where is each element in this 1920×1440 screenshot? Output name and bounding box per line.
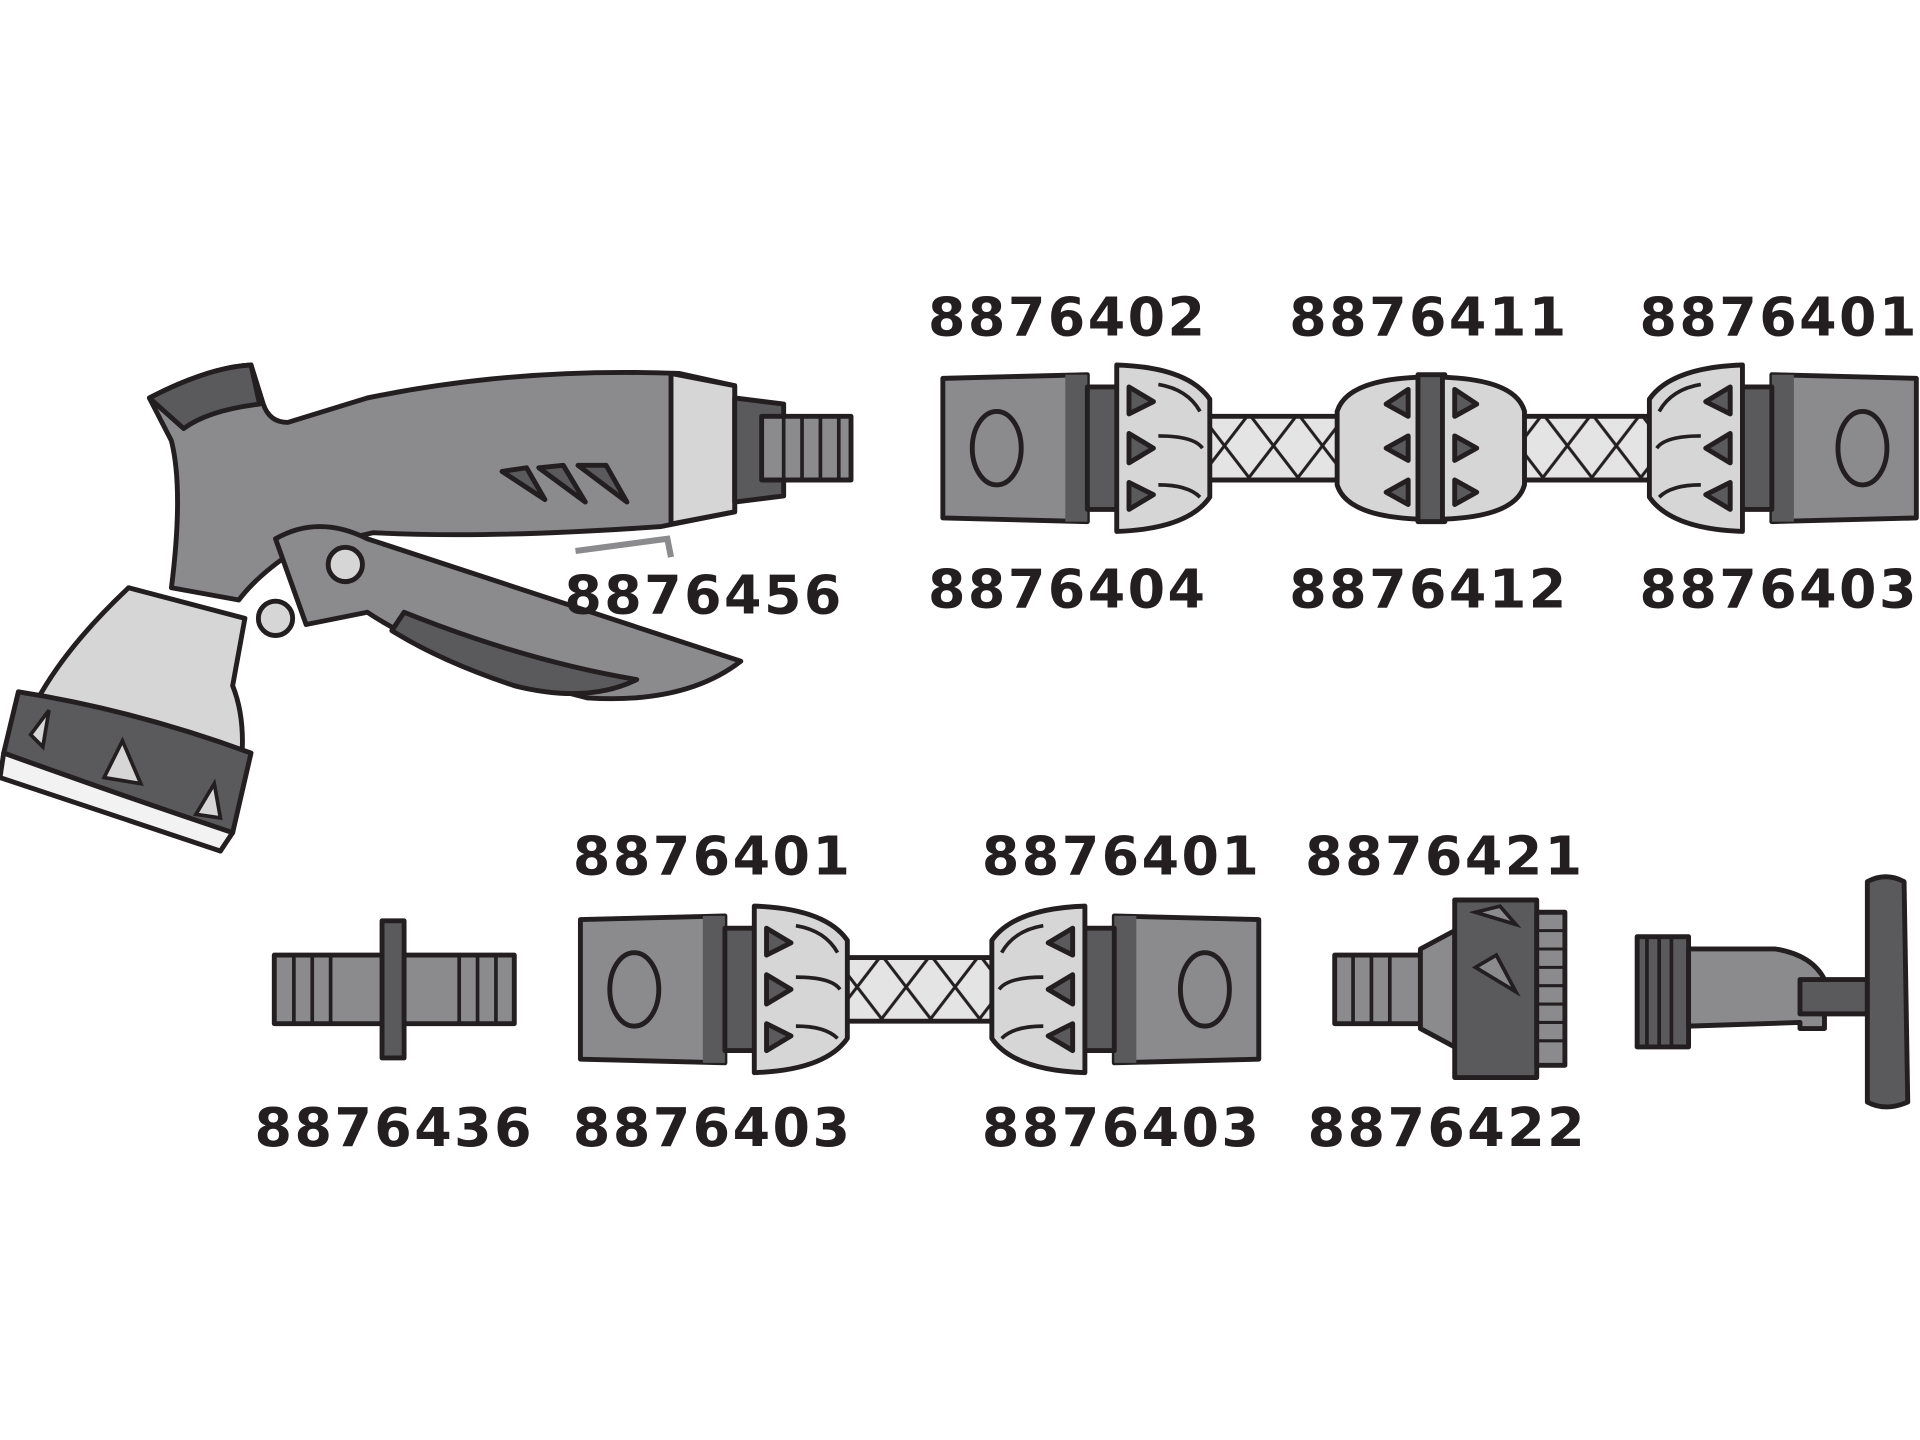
connector-8876401 (1649, 365, 1916, 532)
part-number-8876403-bottom-right: 8876403 (982, 1096, 1261, 1159)
double-male-connector (271, 918, 517, 1061)
part-number-8876404: 8876404 (928, 557, 1207, 620)
faucet (1634, 874, 1911, 1110)
part-number-8876436: 8876436 (255, 1096, 534, 1159)
part-number-8876422: 8876422 (1308, 1096, 1587, 1159)
top-assembly (943, 365, 1916, 532)
connector-8876401-left (580, 906, 847, 1073)
part-number-8876401: 8876401 (1639, 286, 1918, 349)
part-number-8876402: 8876402 (928, 286, 1207, 349)
part-number-8876401-bottom-left: 8876401 (573, 824, 852, 887)
bottom-assembly (580, 906, 1258, 1073)
part-number-8876421: 8876421 (1305, 824, 1584, 887)
double-connector-8876411 (1334, 372, 1527, 525)
connector-8876401-right (992, 906, 1259, 1073)
spray-gun (0, 362, 854, 854)
part-number-8876411: 8876411 (1289, 286, 1568, 349)
tap-adapter-8876421 (1332, 897, 1568, 1080)
part-number-8876412: 8876412 (1289, 557, 1568, 620)
part-number-8876456: 8876456 (564, 563, 843, 626)
part-number-8876403-bottom-left: 8876403 (573, 1096, 852, 1159)
part-number-8876403: 8876403 (1639, 557, 1918, 620)
connector-8876402 (943, 365, 1210, 532)
part-number-8876401-bottom-right: 8876401 (982, 824, 1261, 887)
